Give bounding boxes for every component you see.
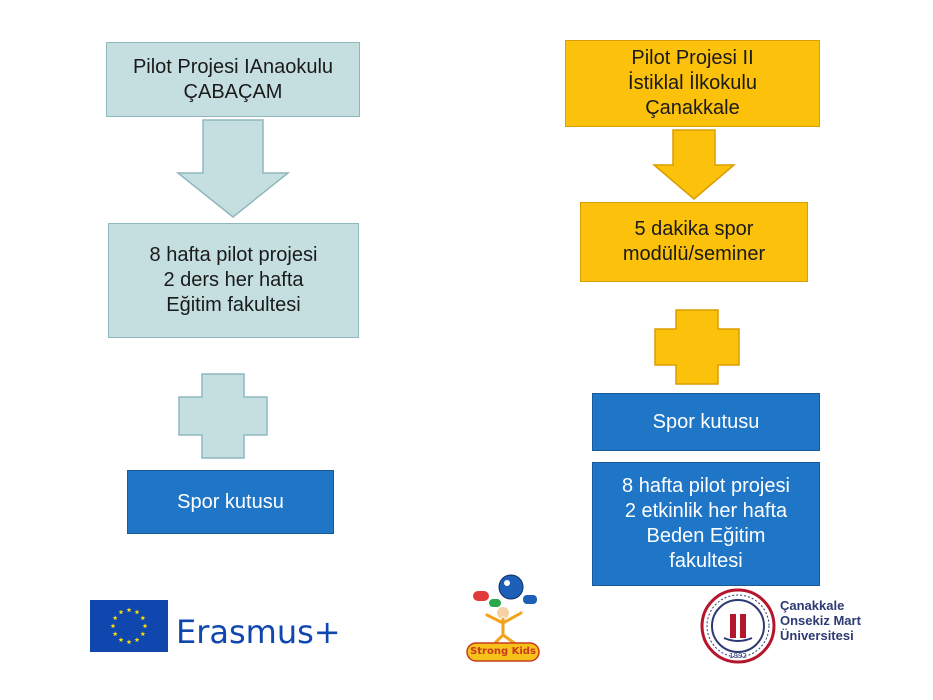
- left-down-arrow: [175, 119, 291, 218]
- university-seal-year: 1992: [729, 652, 747, 660]
- university-seal-icon: 1992: [700, 588, 776, 664]
- eu-star-icon: [126, 607, 132, 613]
- eu-star-icon: [134, 609, 140, 615]
- right-sport-box: Spor kutusu: [592, 393, 820, 451]
- university-name-line1: Çanakkale: [780, 598, 845, 613]
- university-name-line3: Üniversitesi: [780, 628, 854, 643]
- right-pilot-project-box: Pilot Projesi II İstiklal İlkokulu Çanak…: [565, 40, 820, 127]
- eu-star-icon: [126, 639, 132, 645]
- eu-star-icon: [112, 615, 118, 621]
- eu-star-icon: [140, 631, 146, 637]
- right-schedule-box: 8 hafta pilot projesi 2 etkinlik her haf…: [592, 462, 820, 586]
- left-plus-sign: [178, 373, 268, 459]
- left-sport-box: Spor kutusu: [127, 470, 334, 534]
- erasmus-wordmark: Erasmus+: [176, 613, 341, 651]
- strongkids-logo: Strong Kids: [463, 573, 543, 665]
- eu-flag-icon: [90, 600, 168, 652]
- left-schedule-box: 8 hafta pilot projesi 2 ders her hafta E…: [108, 223, 359, 338]
- eu-star-icon: [118, 609, 124, 615]
- right-down-arrow: [651, 129, 737, 200]
- eu-star-icon: [142, 623, 148, 629]
- university-logo: 1992 Çanakkale Onsekiz Mart Üniversitesi: [700, 588, 870, 668]
- strongkids-mascot-icon: [466, 574, 540, 662]
- eu-star-icon: [118, 637, 124, 642]
- strongkids-wordmark: Strong Kids: [470, 646, 536, 657]
- university-name-line2: Onsekiz Mart: [780, 613, 861, 628]
- university-name: Çanakkale Onsekiz Mart Üniversitesi: [780, 598, 861, 643]
- eu-star-icon: [140, 615, 146, 621]
- eu-star-icon: [112, 631, 118, 637]
- left-pilot-project-box: Pilot Projesi IAnaokulu ÇABAÇAM: [106, 42, 360, 117]
- right-seminar-box: 5 dakika spor modülü/seminer: [580, 202, 808, 282]
- eu-star-icon: [110, 623, 116, 629]
- eu-star-icon: [134, 637, 140, 642]
- right-plus-sign: [654, 309, 740, 385]
- erasmus-logo: Erasmus+: [90, 600, 360, 660]
